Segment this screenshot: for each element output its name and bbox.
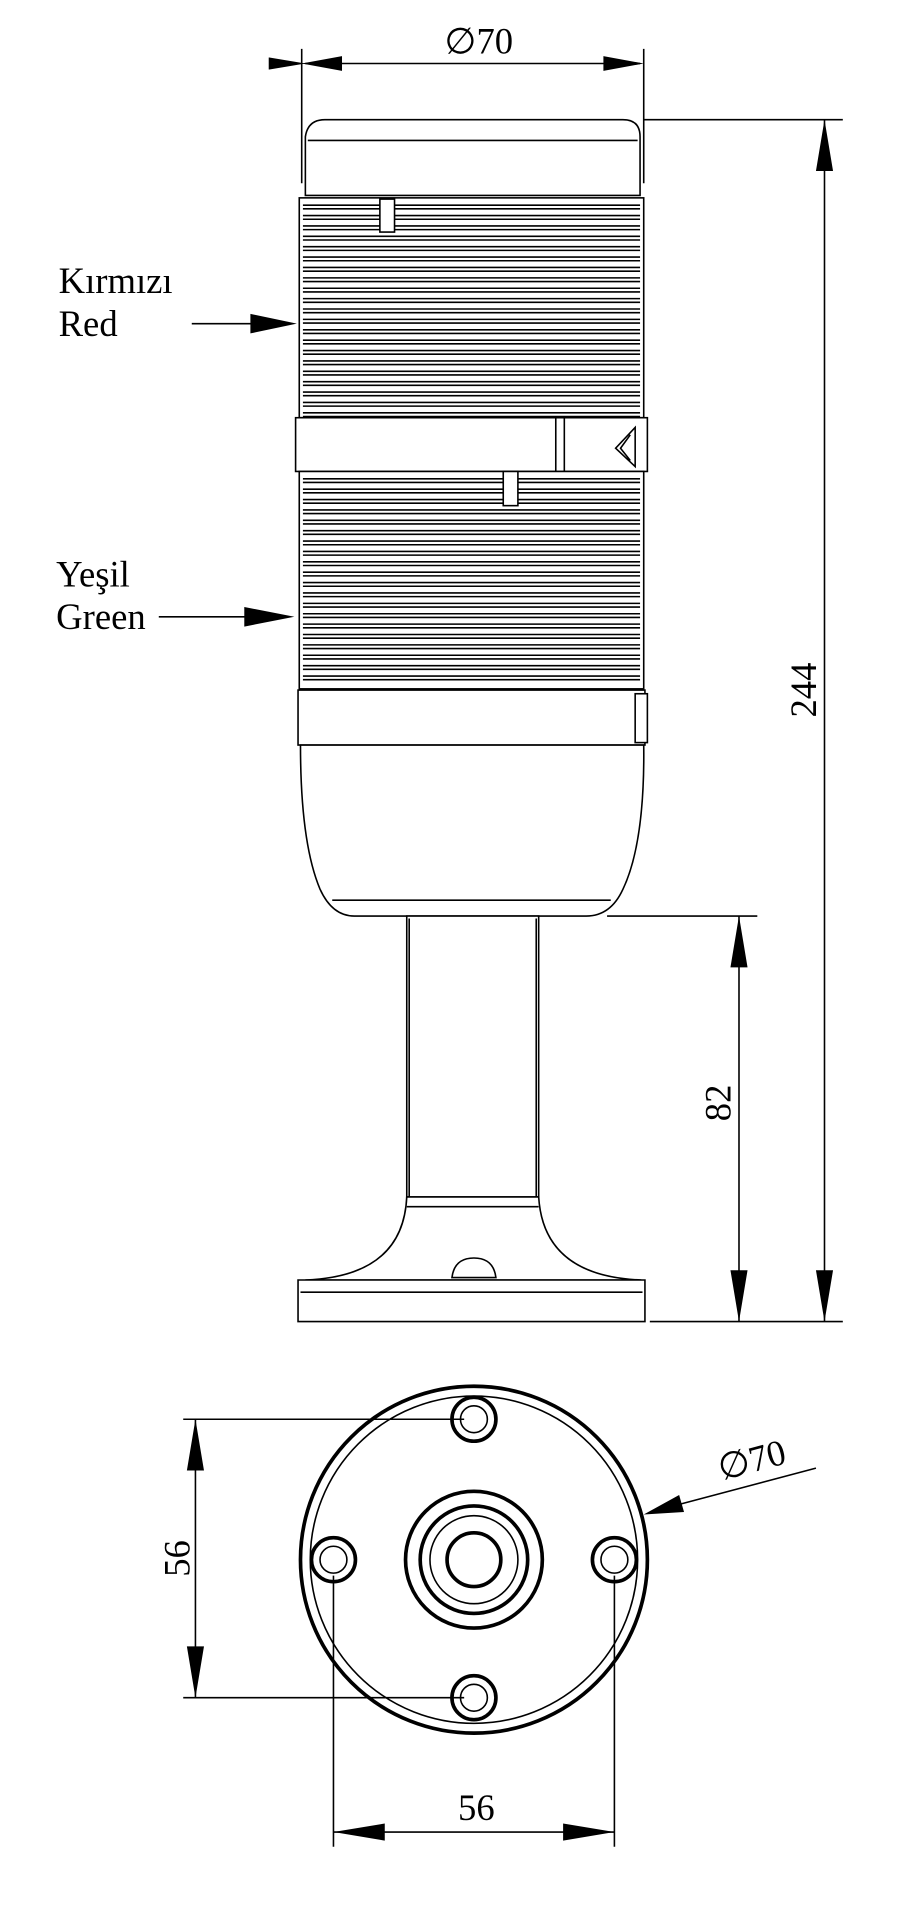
base-plate xyxy=(297,1279,646,1323)
bottom-diameter-label: ∅70 xyxy=(713,1431,790,1488)
arrow-icon xyxy=(244,607,295,627)
tab xyxy=(379,198,396,233)
mounting-hole xyxy=(590,1535,639,1584)
green-lens-ribs xyxy=(302,477,641,681)
arrow-icon xyxy=(250,313,297,334)
vertical-spacing-label: 56 xyxy=(156,1540,197,1577)
mounting-hole xyxy=(309,1535,358,1584)
pole-height-dimension: 82 xyxy=(607,915,758,1322)
base-ring xyxy=(297,689,646,746)
pole-height-label: 82 xyxy=(697,1085,738,1122)
height-label: 244 xyxy=(783,663,824,718)
collar xyxy=(294,416,649,473)
tab xyxy=(502,470,519,507)
green-lens-section xyxy=(298,470,645,690)
top-diameter-dimension: ∅70 xyxy=(268,21,645,184)
tower-body xyxy=(294,118,649,1323)
red-lens-ribs xyxy=(302,204,641,418)
red-callout: Kırmızı Red xyxy=(59,260,297,344)
red-label-tr: Kırmızı xyxy=(59,260,173,301)
green-label-tr: Yeşil xyxy=(56,553,130,594)
bottom-view: 56 56 ∅70 xyxy=(156,1384,817,1847)
height-dimension: 244 xyxy=(643,118,843,1323)
green-label-en: Green xyxy=(56,596,145,637)
tower-bowl xyxy=(299,744,645,917)
tower-cap xyxy=(304,118,641,197)
green-callout: Yeşil Green xyxy=(56,553,295,637)
red-label-en: Red xyxy=(59,303,118,344)
horizontal-spacing-label: 56 xyxy=(458,1787,495,1828)
top-diameter-label: ∅70 xyxy=(445,21,514,62)
triangle-marker-icon xyxy=(614,425,636,469)
pole xyxy=(405,915,540,1198)
arrow-icon xyxy=(643,1494,685,1515)
mounting-button xyxy=(451,1257,497,1279)
